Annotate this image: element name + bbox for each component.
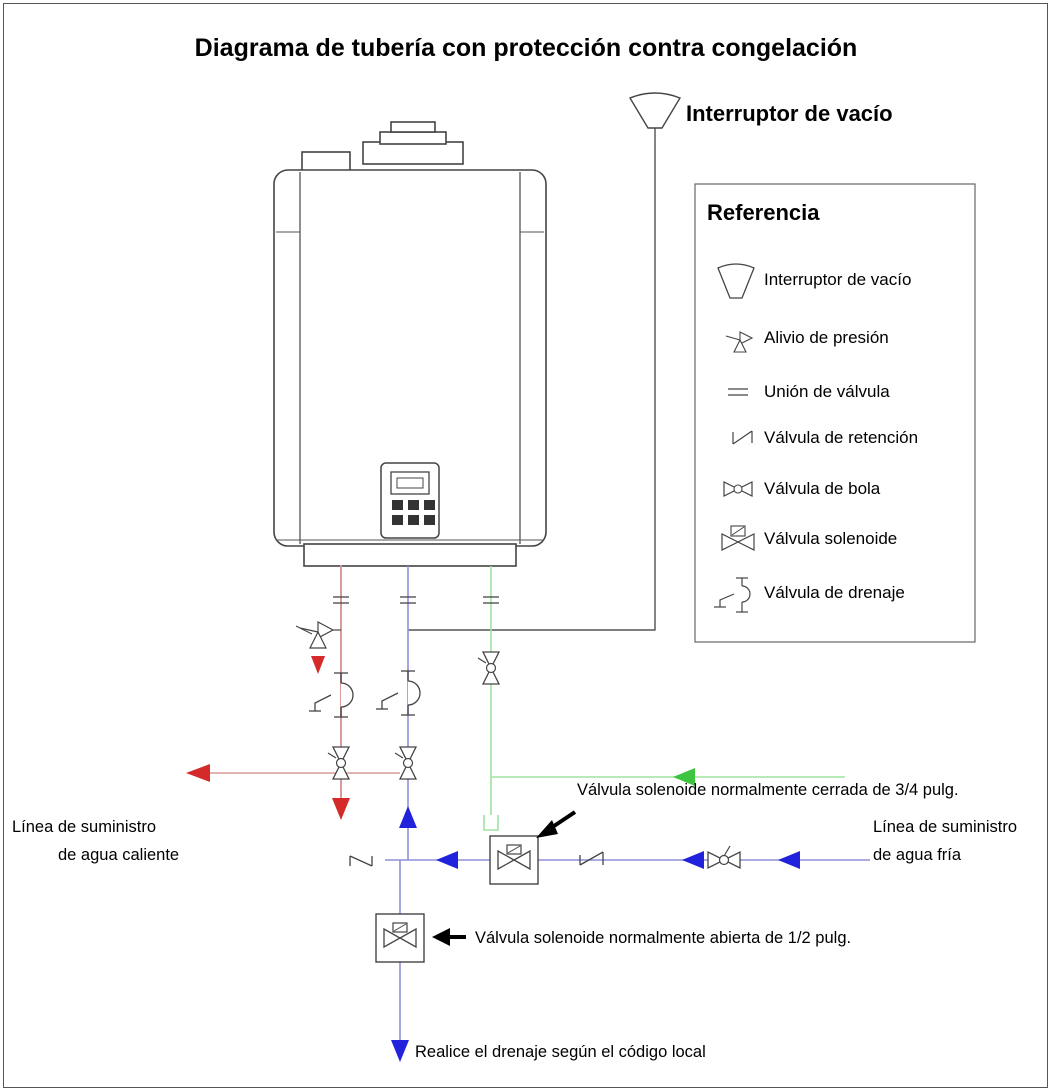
cold-arrow-1 (436, 851, 458, 869)
hot-ball-valve (327, 746, 350, 780)
check-valve-icon (732, 430, 753, 445)
cold-ball-valve (394, 746, 417, 780)
control-panel (380, 462, 440, 539)
vacuum-breaker-top (628, 92, 682, 140)
legend-item-drain-valve: Válvula de drenaje (764, 583, 905, 602)
cold-line-label-1: Línea de suministro (873, 818, 1017, 836)
pressure-relief-icon (725, 331, 754, 353)
drain-valve-icon (714, 577, 751, 613)
cold-line-label-2: de agua fría (873, 846, 962, 864)
recirc-ball-valve (477, 651, 500, 685)
solenoid-closed-label: Válvula solenoide normalmente cerrada de… (577, 781, 959, 799)
legend-item-vacuum-breaker: Interruptor de vacío (764, 270, 911, 289)
legend-item-solenoid-valve: Válvula solenoide (764, 529, 897, 548)
solenoid-open-valve (375, 913, 425, 963)
solenoid-valve-icon (721, 525, 755, 551)
legend-title: Referencia (707, 200, 820, 225)
legend: Referencia Interruptor de vacío Alivio d… (694, 183, 976, 643)
diagram-frame (3, 3, 1048, 1088)
callout-arrow-open (432, 928, 466, 946)
drain-arrow (391, 1040, 409, 1062)
hot-check-valve (349, 855, 373, 867)
solenoid-closed-valve (489, 835, 539, 885)
valve-union-icon (728, 388, 748, 396)
pressure-relief-valve (295, 621, 341, 649)
cold-arrow-4 (778, 851, 800, 869)
recirc-flow-arrow (673, 768, 695, 786)
callout-arrow-closed (536, 810, 577, 838)
cold-drain-valve (375, 670, 421, 716)
cold-arrow-3 (682, 851, 704, 869)
legend-item-pressure-relief: Alivio de presión (764, 328, 889, 347)
legend-item-valve-union: Unión de válvula (764, 382, 890, 401)
hot-line-label-1: Línea de suministro (12, 818, 156, 836)
water-heater (273, 121, 547, 567)
cold-check-valve (579, 851, 604, 866)
solenoid-open-label: Válvula solenoide normalmente abierta de… (475, 929, 851, 947)
cold-flow-arrow-up (399, 806, 417, 828)
diagram-title: Diagrama de tubería con protección contr… (195, 34, 858, 62)
ball-valve-icon (723, 481, 753, 497)
drain-label: Realice el drenaje según el código local (415, 1043, 706, 1061)
vacuum-breaker-label: Interruptor de vacío (686, 101, 893, 126)
hot-flow-arrow-down (332, 798, 350, 820)
hot-supply-arrow (186, 764, 210, 782)
hot-line-label-2: de agua caliente (58, 846, 179, 864)
vacuum-breaker-icon (717, 263, 755, 299)
hot-relief-arrow (311, 656, 325, 674)
recirculation-pipe (483, 566, 845, 831)
legend-item-ball-valve: Válvula de bola (764, 479, 881, 498)
cold-ball-valve-horizontal (707, 845, 741, 870)
hot-drain-valve (308, 672, 354, 718)
legend-item-check-valve: Válvula de retención (764, 428, 918, 447)
